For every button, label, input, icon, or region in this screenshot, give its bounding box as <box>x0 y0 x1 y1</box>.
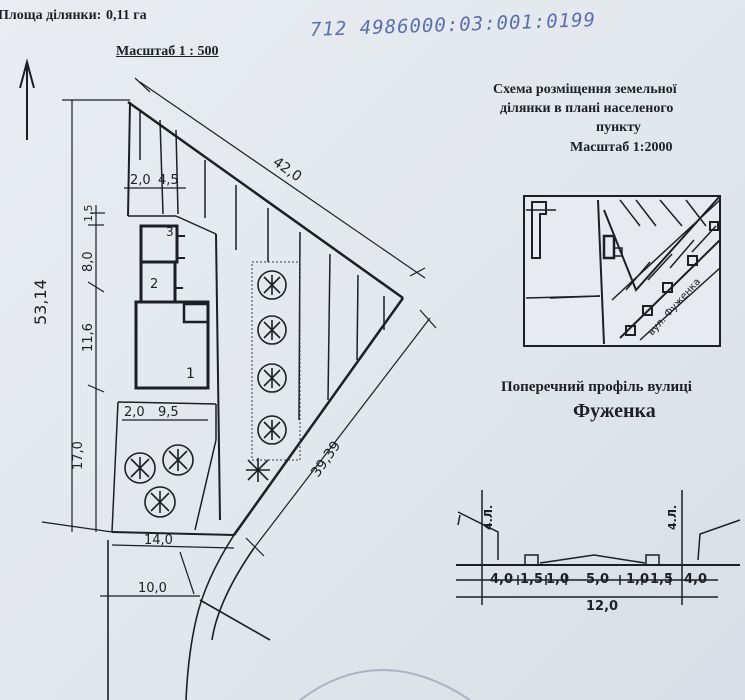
tree-icon <box>162 444 194 476</box>
dim-bottom-left-b: 9,5 <box>158 405 179 420</box>
road-edges <box>107 534 271 700</box>
tree-icon <box>257 363 287 393</box>
shrub-icon <box>246 458 270 482</box>
scheme-title-line3: пункту <box>596 120 641 135</box>
dim-west-seg3: 11,6 <box>81 323 96 352</box>
tree-icon <box>144 486 176 518</box>
tree-icon <box>257 315 287 345</box>
plot-hatching <box>139 110 385 421</box>
dim-road-width: 10,0 <box>138 581 167 596</box>
profile-title-line1: Поперечний профіль вулиці <box>501 379 692 395</box>
dim-top-left-b: 4,5 <box>158 173 179 188</box>
profile-title-line2: Фуженка <box>573 400 656 422</box>
scheme-title-line1: Схема розміщення земельної <box>493 82 677 97</box>
dim-west-total: 53,14 <box>31 279 50 325</box>
north-arrow-icon <box>19 58 35 140</box>
building-label-2: 2 <box>150 277 158 292</box>
dimension-lines <box>41 77 437 597</box>
buildings <box>134 224 210 390</box>
dim-bottom-left-a: 2,0 <box>124 405 145 420</box>
plot-boundary <box>111 100 405 536</box>
profile-segment-3: 1,0 <box>546 572 569 587</box>
tree-icons <box>124 270 287 518</box>
dim-west-seg2: 8,0 <box>81 251 96 272</box>
tree-icon <box>124 452 156 484</box>
profile-segment-5: 1,0 <box>626 572 649 587</box>
profile-line-label-left: 4.Л. <box>482 505 495 530</box>
dim-west-seg1: 1,5 <box>82 205 95 223</box>
profile-segment-6: 1,5 <box>650 572 673 587</box>
profile-segment-7: 4,0 <box>684 572 707 587</box>
dim-west-seg4: 17,0 <box>71 441 86 470</box>
profile-segment-1: 4,0 <box>490 572 513 587</box>
area-label: Площа ділянки: <box>0 8 102 23</box>
scheme-scale: Масштаб 1:2000 <box>570 140 673 155</box>
area-value: 0,11 га <box>106 8 147 23</box>
main-plan-scale: Масштаб 1 : 500 <box>116 44 219 59</box>
tree-row-frame <box>251 261 301 461</box>
dim-south-side: 14,0 <box>144 533 173 548</box>
profile-total: 12,0 <box>586 599 618 614</box>
profile-segment-2: 1,5 <box>520 572 543 587</box>
dim-top-left-a: 2,0 <box>130 173 151 188</box>
scheme-title-line2: ділянки в плані населеного <box>500 101 674 116</box>
building-label-1: 1 <box>186 366 195 382</box>
profile-segment-4: 5,0 <box>586 572 609 587</box>
building-label-3: 3 <box>166 225 174 239</box>
tree-icon <box>257 270 287 300</box>
tree-icon <box>257 415 287 445</box>
profile-line-label-right: 4.Л. <box>666 505 679 530</box>
